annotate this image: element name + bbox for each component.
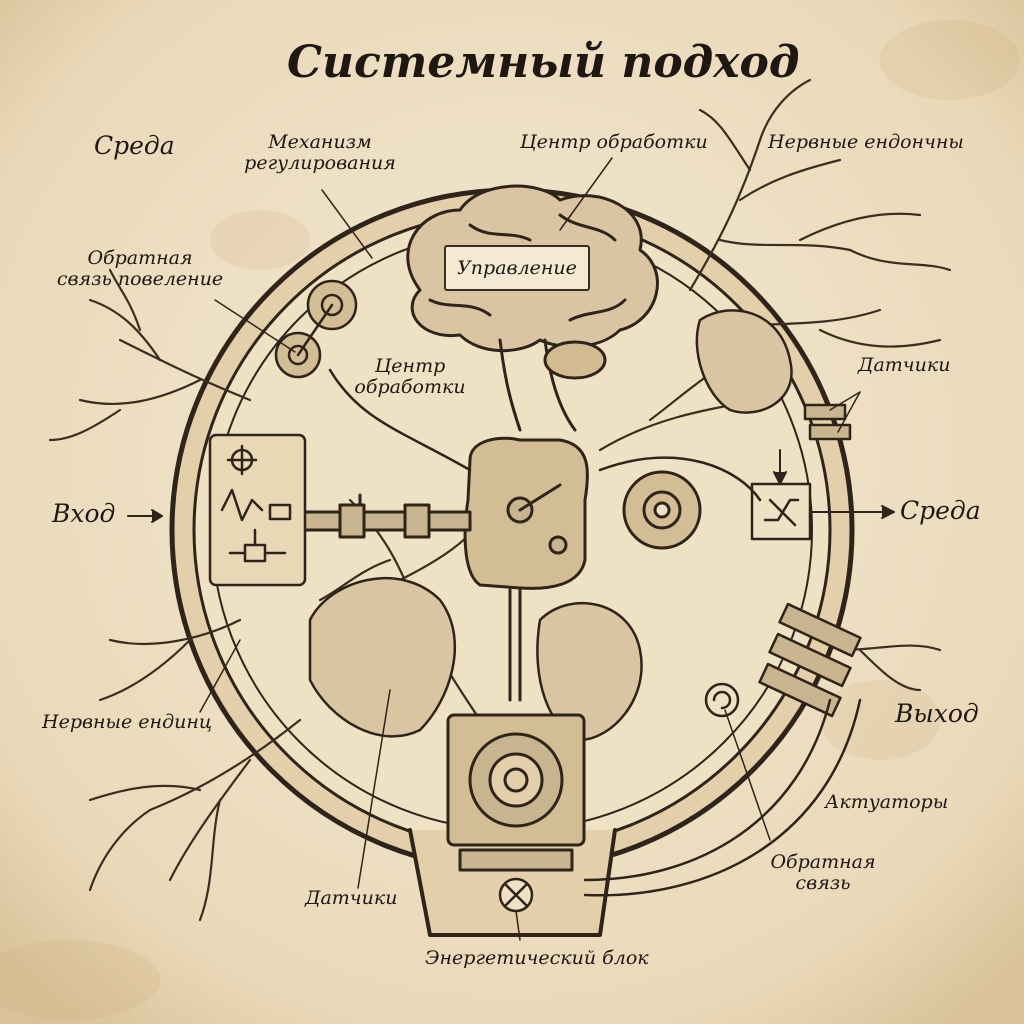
energy-block: [446, 713, 586, 872]
connector-icon: [758, 403, 862, 718]
label-environment-right: Среда: [900, 496, 981, 525]
label-environment-top: Среда: [94, 131, 175, 160]
label-nerve-endings-top: Нервные ендончны: [768, 131, 964, 153]
label-regulation-mechanism: Механизм регулирования: [244, 131, 396, 175]
pointer-lines: [199, 157, 861, 941]
label-input: Вход: [52, 499, 116, 528]
lamp-cross-icon: [498, 877, 534, 913]
label-actuators: Актуаторы: [825, 791, 949, 813]
circuit-panel-icon: [208, 433, 307, 587]
control-box: Управление: [444, 245, 590, 291]
organ-tissue: [308, 309, 793, 742]
paper-stains: [0, 20, 1020, 1020]
gear-icon: [622, 470, 702, 550]
cables: [328, 368, 862, 897]
page-title: Системный подход: [287, 37, 800, 88]
label-energy-block: Энергетический блок: [425, 947, 649, 969]
flow-arrows: [127, 449, 895, 523]
label-nerve-endings-left: Нервные ендинц: [42, 711, 213, 733]
label-sensors-right: Датчики: [858, 354, 951, 376]
gear-icon: [274, 279, 358, 379]
label-sensors-bottom: Датчики: [305, 887, 398, 909]
central-hub: [463, 436, 589, 702]
label-feedback: Обратная связь: [770, 851, 876, 895]
label-feedback-command: Обратная связь повеление: [56, 247, 224, 291]
feedback-dial: [704, 682, 740, 718]
switch-box: [750, 482, 812, 541]
label-processing-center-top: Центр обработки: [520, 131, 708, 153]
label-processing-center-inner: Центр обработки: [354, 355, 466, 399]
input-pipe: [298, 493, 472, 539]
label-output: Выход: [895, 699, 979, 728]
